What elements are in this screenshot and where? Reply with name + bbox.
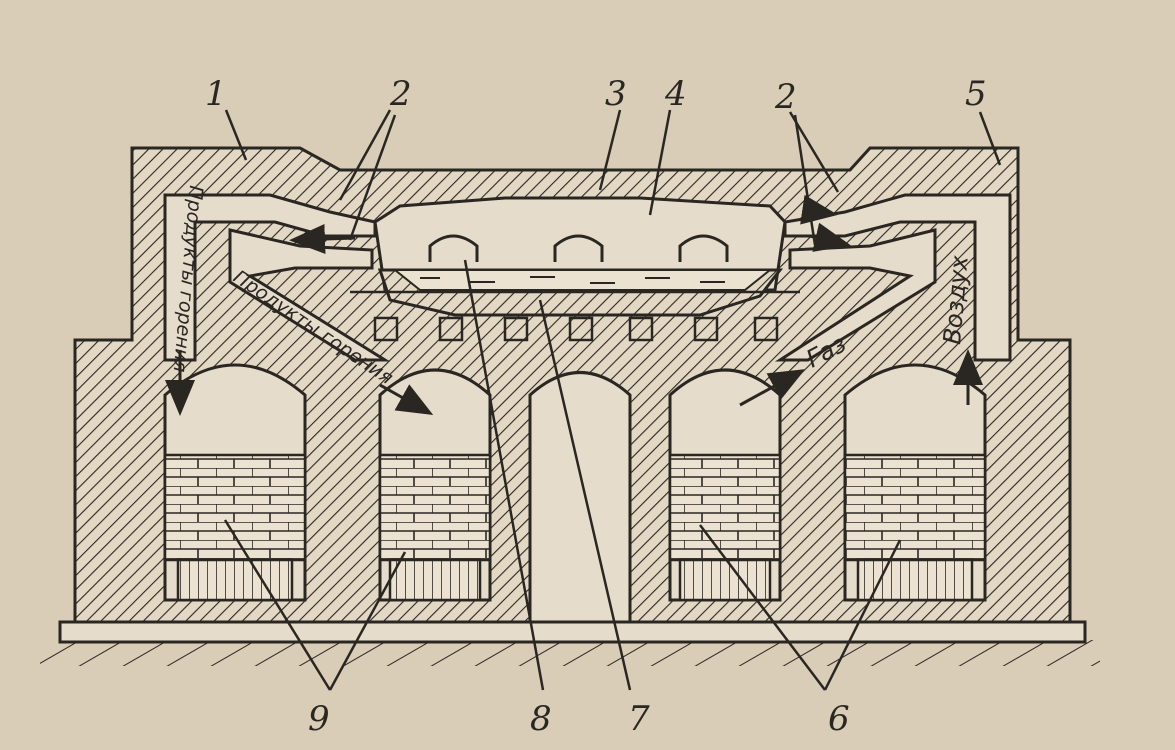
- leader-lines: [223, 109, 1002, 691]
- charging-door: [678, 234, 729, 262]
- flow-arrows: [165, 194, 983, 416]
- label-6: 6: [828, 699, 850, 739]
- label-7: 7: [628, 699, 650, 739]
- label-3: 3: [605, 74, 627, 114]
- regenerators: [163, 363, 987, 624]
- label-2-left: 2: [389, 74, 412, 114]
- ground: [40, 620, 1100, 666]
- flue-channels: [163, 193, 1012, 362]
- label-9: 9: [308, 699, 330, 739]
- label-2-right: 2: [774, 77, 797, 117]
- working-space: [350, 196, 800, 342]
- part-numbers: 1 2 3 4 2 5 9 8 7 6: [205, 74, 987, 739]
- charging-door: [428, 234, 479, 262]
- label-5: 5: [965, 74, 987, 114]
- label-4: 4: [664, 74, 687, 114]
- label-8: 8: [530, 699, 552, 739]
- label-1: 1: [205, 74, 227, 114]
- charging-door: [553, 234, 604, 262]
